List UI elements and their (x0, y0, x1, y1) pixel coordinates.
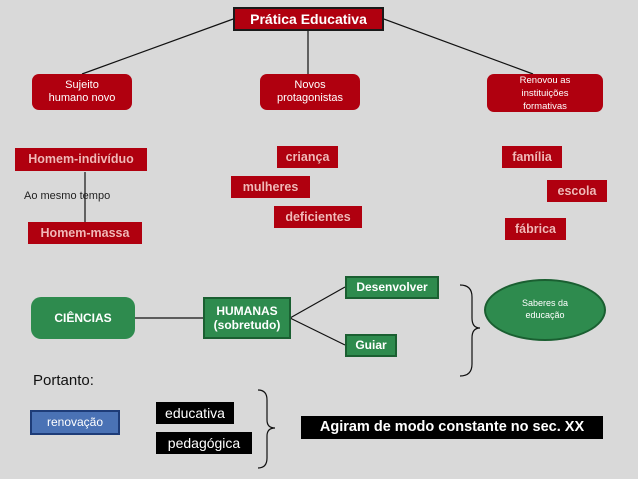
node-renovou-instituicoes: Renovou as instituições formativas (487, 74, 603, 112)
node-renovacao: renovação (30, 410, 120, 435)
label-familia: família (502, 146, 562, 168)
label-pedagogica: pedagógica (156, 432, 252, 454)
connector-humanas-desenvolver (289, 286, 346, 319)
statement-agiram: Agiram de modo constante no sec. XX (301, 416, 603, 439)
title-box: Prática Educativa (233, 7, 384, 31)
node-novos-protagonistas: Novos protagonistas (260, 74, 360, 110)
connector-humanas-guiar (289, 317, 346, 346)
node-sujeito-humano-novo: Sujeito humano novo (32, 74, 132, 110)
node-saberes-educacao: Saberes da educação (484, 279, 606, 341)
label-fabrica: fábrica (505, 218, 566, 240)
node-ciencias: CIÊNCIAS (31, 297, 135, 339)
label-deficientes: deficientes (274, 206, 362, 228)
label-mulheres: mulheres (231, 176, 310, 198)
brace-conclusion (257, 389, 276, 469)
connector-title-renovou (380, 17, 534, 75)
brace-right (459, 284, 481, 377)
label-educativa: educativa (156, 402, 234, 424)
label-crianca: criança (277, 146, 338, 168)
label-homem-massa: Homem-massa (28, 222, 142, 244)
node-desenvolver: Desenvolver (345, 276, 439, 299)
node-guiar: Guiar (345, 334, 397, 357)
label-homem-individuo: Homem-indivíduo (15, 148, 147, 171)
text-ao-mesmo-tempo: Ao mesmo tempo (24, 190, 111, 202)
node-humanas: HUMANAS (sobretudo) (203, 297, 291, 339)
connector-title-sujeito (81, 17, 237, 75)
label-escola: escola (547, 180, 607, 202)
text-portanto: Portanto: (33, 372, 94, 389)
